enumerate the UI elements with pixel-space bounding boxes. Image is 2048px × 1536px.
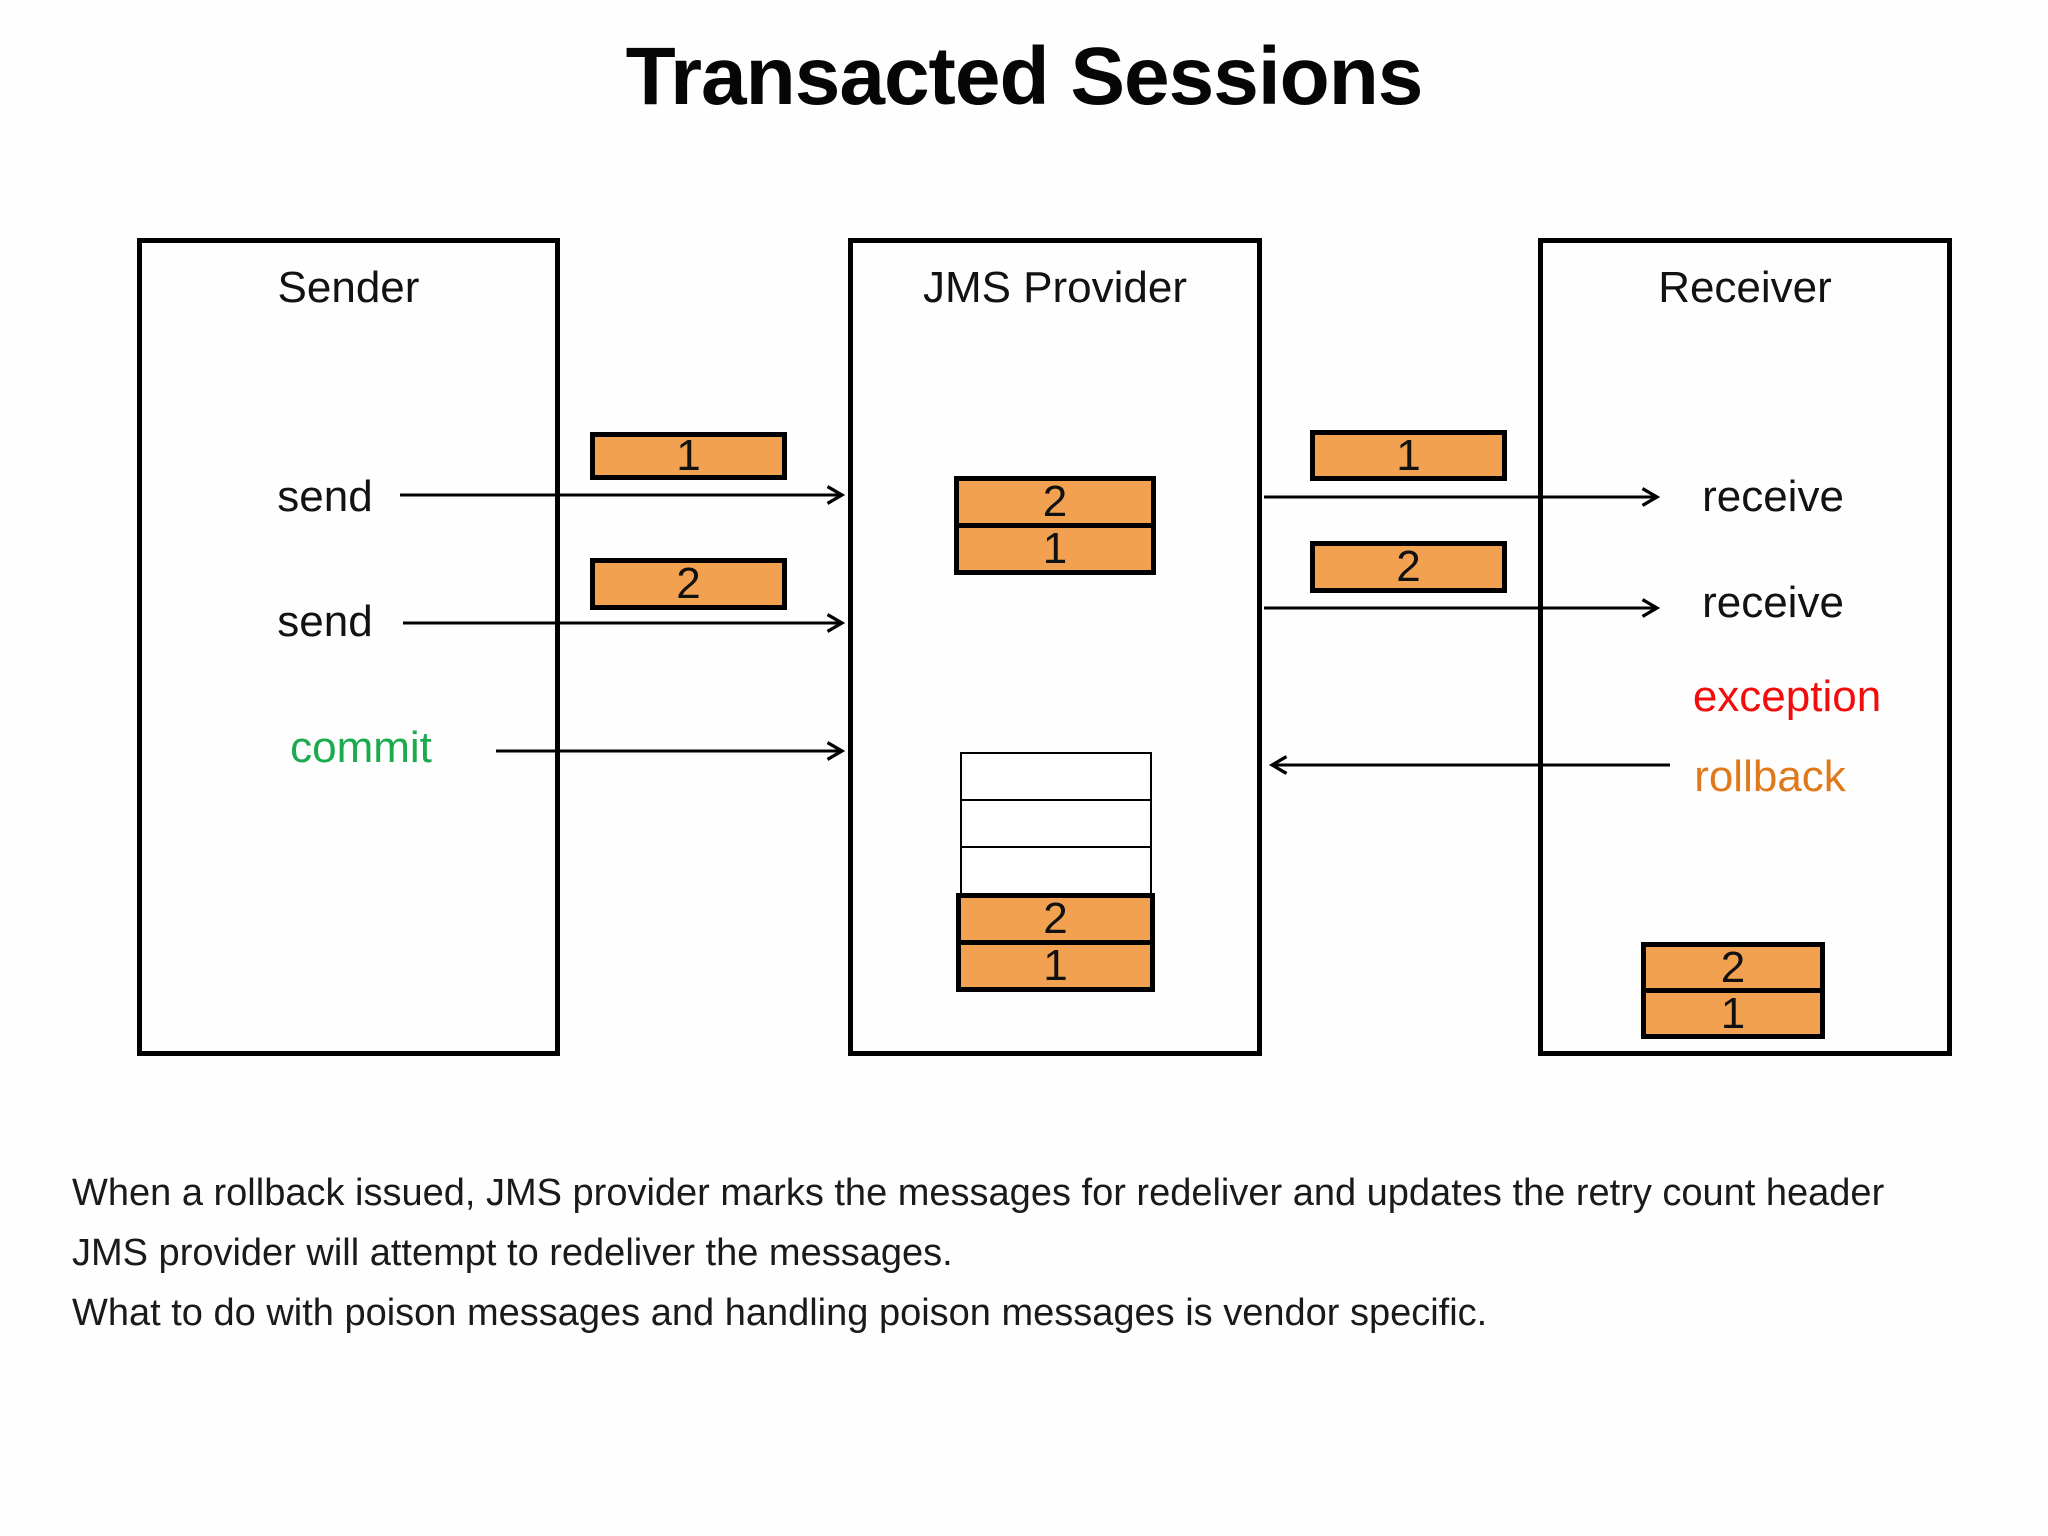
note-line-3: What to do with poison messages and hand… (72, 1292, 1488, 1334)
message-chip-2-receiver: 2 (1310, 541, 1507, 593)
queue-cell: 1 (954, 523, 1156, 575)
empty-queue-cell (960, 799, 1152, 848)
send1-label: send (277, 472, 373, 521)
receiver-queue: 2 1 (1641, 942, 1825, 1039)
message-chip-1-receiver: 1 (1310, 430, 1507, 481)
commit-label: commit (290, 723, 432, 772)
queue-cell: 2 (956, 893, 1155, 945)
queue-cell: 1 (1641, 988, 1825, 1039)
receiver-box: Receiver (1538, 238, 1952, 1056)
empty-queue-cell (960, 752, 1152, 801)
exception-label: exception (1692, 672, 1882, 721)
sender-box: Sender (137, 238, 560, 1056)
jms-provider-box: JMS Provider (848, 238, 1262, 1056)
receive1-label: receive (1702, 472, 1844, 521)
receive2-label: receive (1702, 578, 1844, 627)
sender-box-title: Sender (277, 263, 420, 312)
rollback-label: rollback (1694, 752, 1846, 801)
jms-provider-box-title: JMS Provider (922, 263, 1188, 312)
receiver-box-title: Receiver (1658, 263, 1832, 312)
send2-label: send (277, 597, 373, 646)
provider-queue-bottom-filled: 2 1 (956, 893, 1155, 992)
empty-queue-cell (960, 846, 1152, 895)
queue-cell: 1 (956, 940, 1155, 992)
queue-cell: 2 (954, 476, 1156, 528)
page-title: Transacted Sessions (625, 31, 1424, 122)
note-line-1: When a rollback issued, JMS provider mar… (72, 1172, 1885, 1214)
message-chip-1-sender: 1 (590, 431, 787, 480)
provider-queue-top: 2 1 (954, 476, 1156, 575)
message-chip-2-sender: 2 (590, 558, 787, 610)
provider-queue-bottom-empty (960, 752, 1152, 895)
note-line-2: JMS provider will attempt to redeliver t… (72, 1232, 953, 1274)
queue-cell: 2 (1641, 942, 1825, 993)
